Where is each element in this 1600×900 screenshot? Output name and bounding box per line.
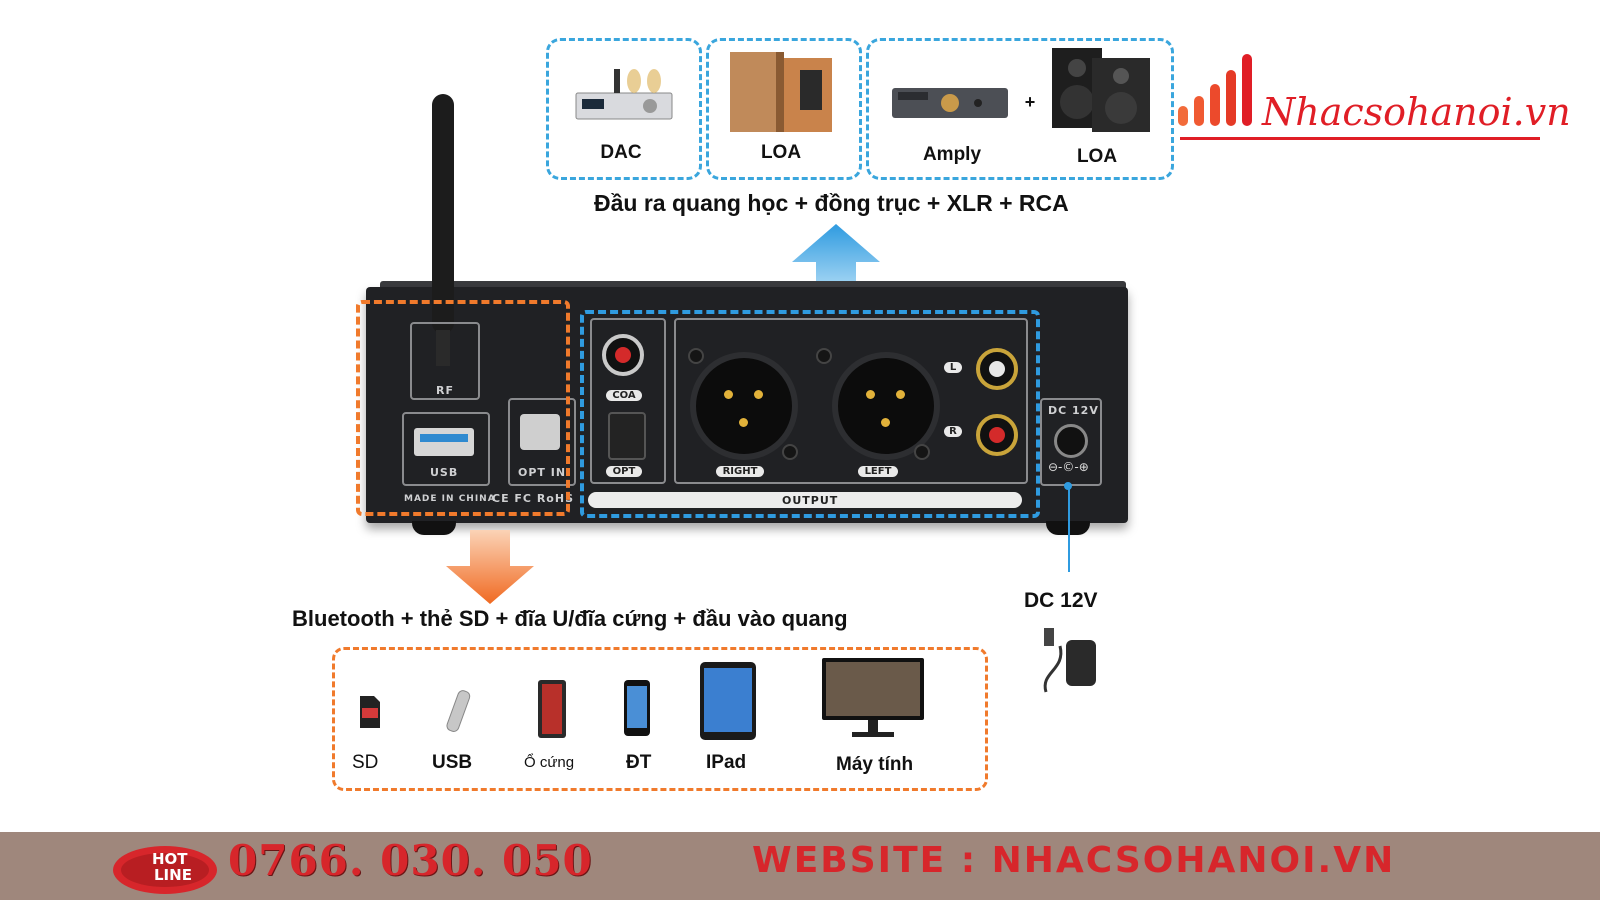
xlr-left-label: LEFT [858, 466, 898, 477]
xlr-section [674, 318, 1028, 484]
tablet-icon [700, 662, 756, 740]
opt-in-port [508, 398, 576, 486]
arrow-up-icon [792, 224, 880, 298]
coax-output-jack [602, 334, 644, 376]
amplifier-icon [892, 88, 1008, 118]
rca-l-label: L [944, 362, 962, 373]
xlr-right-jack [690, 352, 798, 460]
input-label-ipad: IPad [706, 752, 747, 773]
logo-text: Nhacsohanoi.vn [1262, 90, 1571, 134]
arrow-down-icon [446, 530, 534, 604]
input-label-sd: SD [352, 752, 379, 773]
rca-left-jack [976, 348, 1018, 390]
output-label-loa-2: LOA [1076, 146, 1118, 167]
output-caption: Đầu ra quang học + đồng trục + XLR + RCA [594, 190, 1069, 216]
input-devices-box [332, 647, 988, 791]
dc-label: DC 12V [1024, 589, 1098, 612]
hotline-number[interactable]: 0766. 030. 050 [228, 836, 593, 885]
output-label-dac: DAC [600, 142, 642, 163]
dc-connector-dot [1064, 482, 1072, 490]
rca-r-label: R [944, 426, 962, 437]
usb-label: USB [430, 466, 459, 479]
speaker-icon [730, 52, 832, 132]
device-top-edge [380, 281, 1126, 291]
opt-in-label: OPT IN [518, 466, 567, 479]
hotline-badge-text-1: HOT [152, 850, 188, 868]
footer-bar [0, 832, 1600, 900]
logo-underline [1180, 137, 1540, 140]
input-area-highlight [356, 300, 570, 516]
input-label-phone: ĐT [626, 752, 652, 773]
power-adapter-icon [1043, 628, 1096, 693]
xlr-left-jack [832, 352, 940, 460]
screw [782, 444, 798, 460]
dc-polarity-icon: ⊖-©-⊕ [1048, 460, 1089, 474]
coax-optical-section [590, 318, 666, 484]
rf-label: RF [436, 384, 454, 397]
output-label: OUTPUT [782, 494, 839, 507]
rca-right-jack [976, 414, 1018, 456]
monitor-icon [822, 658, 924, 737]
speaker-icon [1052, 48, 1150, 132]
made-in-label: MADE IN CHINA [404, 494, 496, 504]
screw [688, 348, 704, 364]
optical-output-jack [608, 412, 646, 460]
cert-marks: CE FC RoHS [492, 492, 574, 505]
output-bar [588, 492, 1022, 508]
logo-bars-icon [1178, 54, 1252, 126]
dac-icon [575, 69, 673, 120]
sd-card-icon [360, 696, 380, 728]
input-label-usb: USB [432, 752, 473, 773]
screw [914, 444, 930, 460]
hard-drive-icon [538, 680, 566, 738]
antenna-icon [432, 94, 454, 366]
hotline-phone-icon [113, 846, 217, 894]
output-label-amply: Amply [922, 144, 982, 165]
input-label-hdd: Ổ cứng [524, 754, 575, 771]
rf-port [410, 322, 480, 400]
dc-connector-line [1068, 484, 1070, 572]
phone-icon [624, 680, 650, 736]
device-foot [412, 521, 456, 535]
website-text[interactable]: WEBSITE : NHACSOHANOI.VN [752, 840, 1396, 881]
output-label-speaker: LOA [760, 142, 802, 163]
coa-label: COA [606, 390, 642, 401]
screw [816, 348, 832, 364]
output-area-highlight [580, 310, 1040, 518]
usb-port [402, 412, 490, 486]
dc-jack-icon [1054, 424, 1088, 458]
usb-drive-icon [446, 690, 471, 732]
opt-label: OPT [606, 466, 642, 477]
output-plus: + [1024, 92, 1036, 112]
usb-socket-icon [414, 428, 474, 456]
input-label-computer: Máy tính [836, 754, 914, 775]
xlr-right-label: RIGHT [716, 466, 764, 477]
optical-socket-icon [520, 414, 560, 450]
input-caption: Bluetooth + thẻ SD + đĩa U/đĩa cứng + đầ… [292, 606, 848, 631]
hotline-badge-text-2: LINE [154, 866, 192, 884]
dc-port-label: DC 12V [1048, 404, 1099, 417]
